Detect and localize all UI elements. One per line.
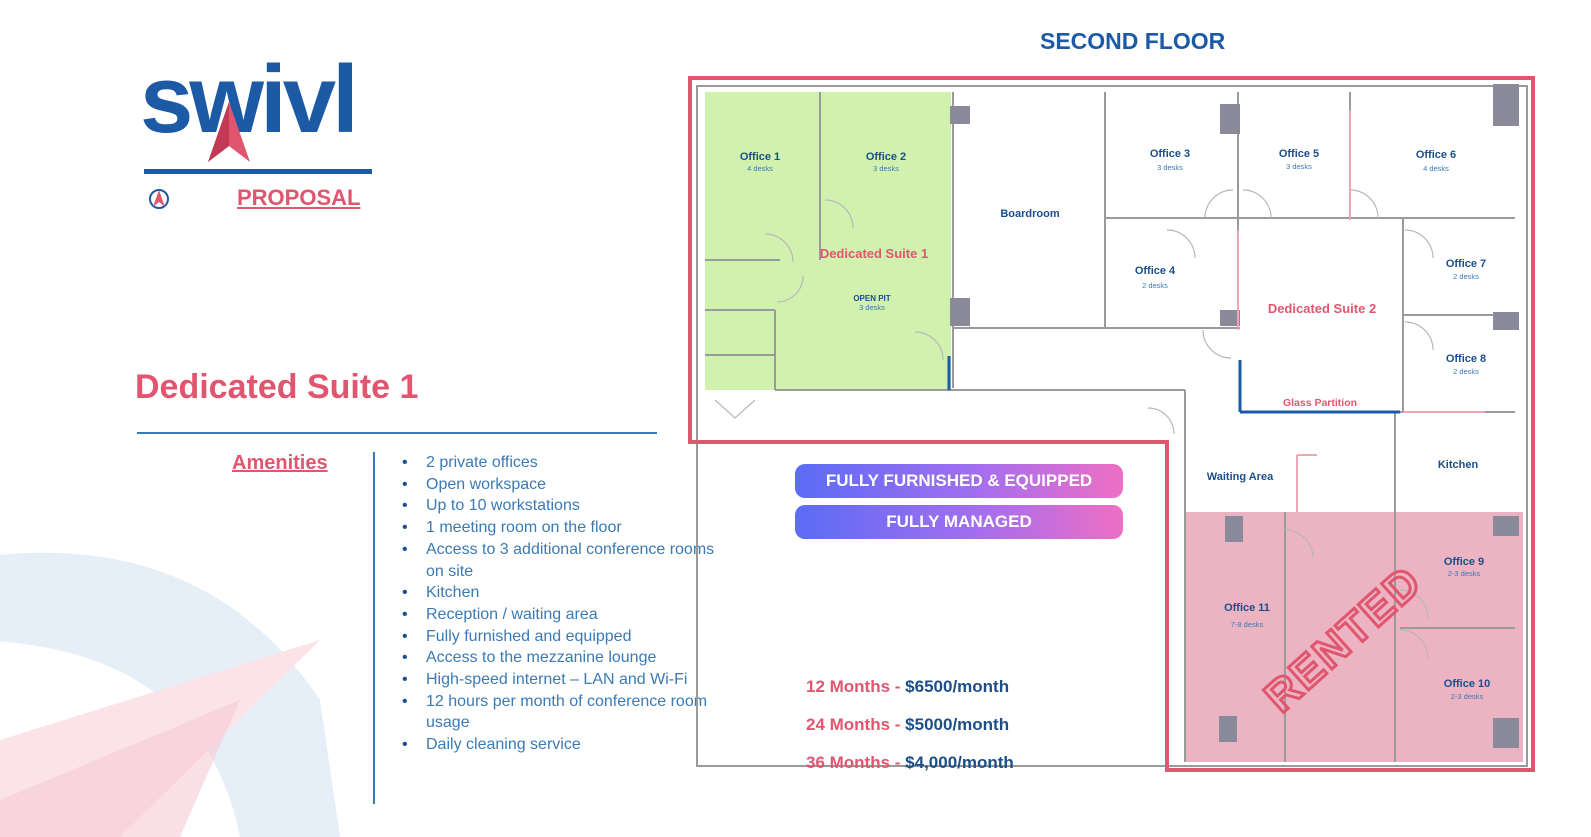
amenity-item: 2 private offices xyxy=(402,452,722,474)
glass-partition-lines xyxy=(947,356,1400,414)
room-desks: 4 desks xyxy=(747,164,773,173)
room-label: Kitchen xyxy=(1438,459,1479,471)
rented-highlight xyxy=(1185,512,1523,762)
amenity-item: Access to 3 additional conference rooms … xyxy=(402,539,722,582)
amenity-item: Access to the mezzanine lounge xyxy=(402,647,722,669)
suite-label: Dedicated Suite 2 xyxy=(1268,301,1376,316)
amenity-item: Reception / waiting area xyxy=(402,604,722,626)
room-desks: 2 desks xyxy=(1453,367,1479,376)
room-label: Office 8 xyxy=(1446,353,1486,365)
price-row: 24 Months - $5000/month xyxy=(806,715,1010,734)
glass-partition-label: Glass Partition xyxy=(1283,397,1357,409)
room-desks: 3 desks xyxy=(859,303,885,312)
room-label: Office 9 xyxy=(1444,556,1484,568)
room-desks: 3 desks xyxy=(1157,163,1183,172)
room-label: Office 10 xyxy=(1444,678,1490,690)
price-term: 12 Months xyxy=(806,677,891,696)
fully-furnished-badge: FULLY FURNISHED & EQUIPPED xyxy=(795,464,1123,498)
amenity-item: Daily cleaning service xyxy=(402,734,722,756)
room-label: Boardroom xyxy=(1000,208,1060,220)
price-amount: $4,000/month xyxy=(905,753,1014,772)
room-desks: 3 desks xyxy=(1286,162,1312,171)
room-desks: 2 desks xyxy=(1142,281,1168,290)
amenity-item: Fully furnished and equipped xyxy=(402,626,722,648)
price-term: 24 Months xyxy=(806,715,891,734)
proposal-label: PROPOSAL xyxy=(237,185,361,210)
price-amount: $6500/month xyxy=(905,677,1010,696)
logo-mark-icon xyxy=(149,189,169,209)
room-label: Office 1 xyxy=(740,151,780,163)
room-desks: 7-8 desks xyxy=(1231,620,1264,629)
amenities-list: 2 private offices Open workspace Up to 1… xyxy=(402,452,722,756)
room-label: Waiting Area xyxy=(1207,471,1274,483)
room-desks: 2 desks xyxy=(1453,272,1479,281)
room-label: Office 3 xyxy=(1150,148,1190,160)
room-label: Office 2 xyxy=(866,151,906,163)
room-label: Office 7 xyxy=(1446,258,1486,270)
room-desks: 3 desks xyxy=(873,164,899,173)
price-term: 36 Months xyxy=(806,753,891,772)
price-amount: $5000/month xyxy=(905,715,1010,734)
room-desks: 2-3 desks xyxy=(1451,692,1484,701)
title-divider xyxy=(137,432,657,434)
amenity-item: 1 meeting room on the floor xyxy=(402,517,722,539)
room-label: Office 11 xyxy=(1224,602,1270,614)
room-desks: 4 desks xyxy=(1423,164,1449,173)
room-label: Office 6 xyxy=(1416,149,1456,161)
amenity-item: Up to 10 workstations xyxy=(402,495,722,517)
page-title: Dedicated Suite 1 xyxy=(135,368,419,406)
price-row: 12 Months - $6500/month xyxy=(806,677,1010,696)
logo-wordmark: swivl xyxy=(140,46,359,153)
price-row: 36 Months - $4,000/month xyxy=(806,753,1014,772)
logo-underline xyxy=(144,169,372,174)
amenity-item: Kitchen xyxy=(402,582,722,604)
room-label: Office 5 xyxy=(1279,148,1319,160)
floor-plan: Office 1 4 desks Office 2 3 desks Dedica… xyxy=(688,76,1535,772)
logo-arrow-icon xyxy=(208,102,250,162)
suite-label: Dedicated Suite 1 xyxy=(820,246,928,261)
room-label: OPEN PIT xyxy=(853,294,890,303)
amenity-item: High-speed internet – LAN and Wi-Fi xyxy=(402,669,722,691)
amenities-divider xyxy=(373,452,375,804)
swivl-logo: swivl xyxy=(140,52,380,222)
floor-title: SECOND FLOOR xyxy=(1040,28,1226,54)
suite1-highlight xyxy=(705,92,951,390)
amenity-item: 12 hours per month of conference room us… xyxy=(402,691,722,734)
floor-outline xyxy=(688,76,1535,772)
fully-managed-badge: FULLY MANAGED xyxy=(795,505,1123,539)
room-desks: 2-3 desks xyxy=(1448,569,1481,578)
amenity-item: Open workspace xyxy=(402,474,722,496)
room-label: Office 4 xyxy=(1135,265,1176,277)
amenities-heading: Amenities xyxy=(232,452,328,474)
